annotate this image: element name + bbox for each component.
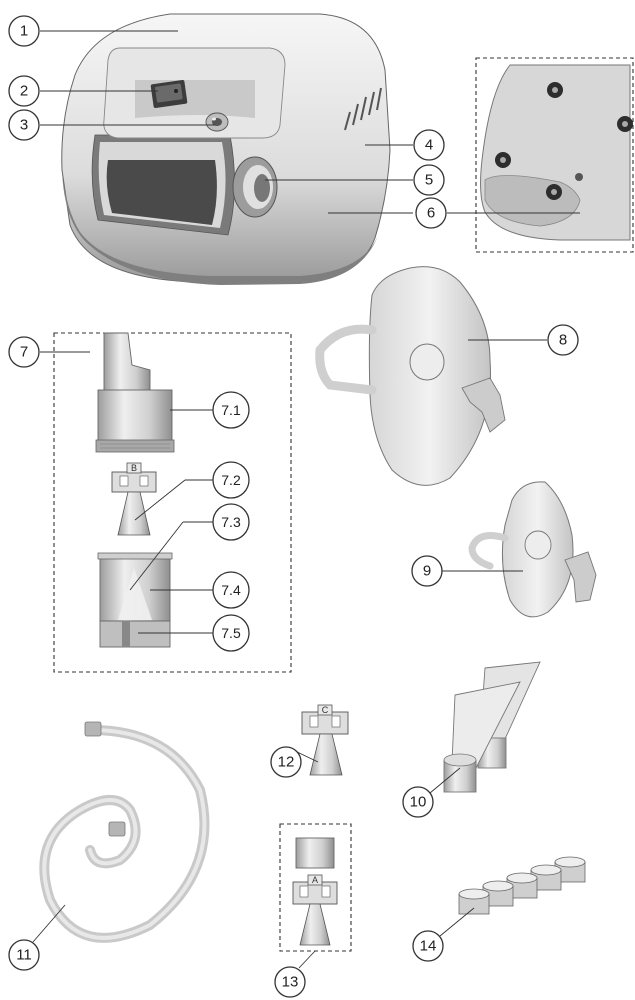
callout-13: 13 <box>274 966 306 998</box>
callout-7-3: 7.3 <box>212 503 250 541</box>
svg-text:7.3: 7.3 <box>221 514 241 530</box>
svg-text:2: 2 <box>20 83 28 100</box>
nozzle-a-letter: A <box>312 875 318 885</box>
nebulizer-kit-frame <box>53 332 292 673</box>
callout-4: 4 <box>413 129 445 161</box>
callout-3: 3 <box>8 109 40 141</box>
callout-12: 12 <box>270 746 302 778</box>
callout-11: 11 <box>8 939 40 971</box>
mouthpieces <box>443 661 541 793</box>
nozzle-c: C <box>301 704 349 776</box>
filters <box>458 856 586 915</box>
callout-1: 1 <box>8 15 40 47</box>
svg-text:10: 10 <box>410 794 427 811</box>
callout-9: 9 <box>411 555 443 587</box>
nozzle-a-frame <box>279 823 352 952</box>
svg-text:7.4: 7.4 <box>221 582 241 598</box>
callout-7-1: 7.1 <box>212 391 250 429</box>
adult-mask <box>315 266 506 486</box>
svg-text:13: 13 <box>282 974 299 991</box>
nozzle-c-letter: C <box>322 705 329 715</box>
nebulizer-cap <box>95 332 175 453</box>
power-switch[interactable] <box>150 80 188 108</box>
svg-text:7.1: 7.1 <box>221 402 241 418</box>
svg-text:7: 7 <box>20 344 28 361</box>
callout-8: 8 <box>547 324 579 356</box>
svg-text:6: 6 <box>427 205 435 222</box>
ventilation-slots <box>344 87 382 131</box>
svg-text:7.2: 7.2 <box>221 472 241 488</box>
callout-2: 2 <box>8 75 40 107</box>
leader-lines <box>32 30 580 969</box>
svg-text:11: 11 <box>16 947 32 964</box>
callout-10: 10 <box>402 786 434 818</box>
nebulizer-cup <box>97 552 173 648</box>
air-tube <box>39 721 210 943</box>
child-mask <box>468 481 597 618</box>
callout-7: 7 <box>8 336 40 368</box>
svg-text:9: 9 <box>423 563 431 580</box>
compressor-unit <box>61 13 391 285</box>
callout-6: 6 <box>415 197 447 229</box>
callout-7-2: 7.2 <box>212 461 250 499</box>
air-outlet-connector <box>205 112 229 132</box>
nozzle-b-letter: B <box>131 463 137 473</box>
svg-text:5: 5 <box>425 172 433 189</box>
callout-7-5: 7.5 <box>212 614 250 652</box>
svg-text:8: 8 <box>559 332 567 349</box>
svg-text:3: 3 <box>20 117 28 134</box>
nozzle-b: B <box>111 462 157 536</box>
svg-text:1: 1 <box>20 23 28 40</box>
nozzle-a-set: A <box>292 837 338 946</box>
svg-text:12: 12 <box>278 754 295 771</box>
bottom-view-frame <box>475 57 634 253</box>
callout-14: 14 <box>412 930 444 962</box>
svg-text:14: 14 <box>420 938 437 955</box>
svg-text:4: 4 <box>425 137 433 154</box>
callout-5: 5 <box>413 164 445 196</box>
callout-7-4: 7.4 <box>212 571 250 609</box>
svg-text:7.5: 7.5 <box>221 625 241 641</box>
unit-bottom-view <box>480 64 633 241</box>
nebulizer-holder <box>232 156 278 218</box>
